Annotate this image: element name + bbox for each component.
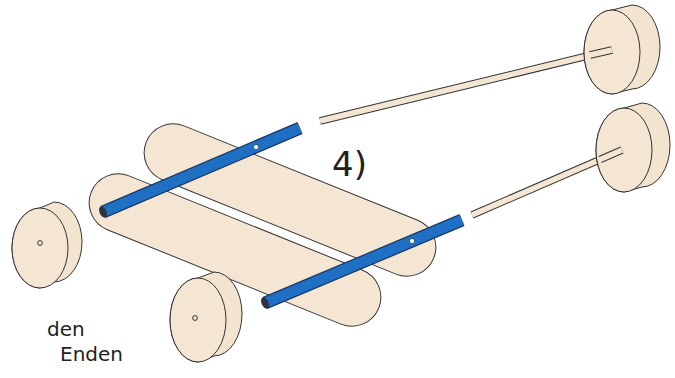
wheel [12, 202, 82, 288]
wheel [596, 103, 670, 192]
step-number: 4) [332, 146, 367, 183]
label-text: Enden [60, 342, 123, 366]
label-text: 4) [332, 144, 367, 184]
wheel [170, 272, 242, 362]
axle-tube [103, 128, 300, 212]
instruction-text: Enden [60, 343, 123, 365]
axle-tube-outline [103, 128, 300, 212]
axle-tube [265, 220, 462, 303]
tube-hole [253, 144, 258, 149]
axle-rod [320, 50, 612, 121]
tube-end [97, 205, 108, 219]
axle-rod [472, 150, 622, 215]
axle-rod-outline [472, 150, 622, 215]
axle-tube-outline [265, 220, 462, 303]
tube-end [259, 296, 270, 310]
instruction-text: den [47, 318, 85, 340]
wheel [584, 5, 660, 94]
axle-rod-outline [320, 50, 612, 121]
label-text: den [47, 317, 85, 341]
tube-hole [409, 238, 414, 243]
